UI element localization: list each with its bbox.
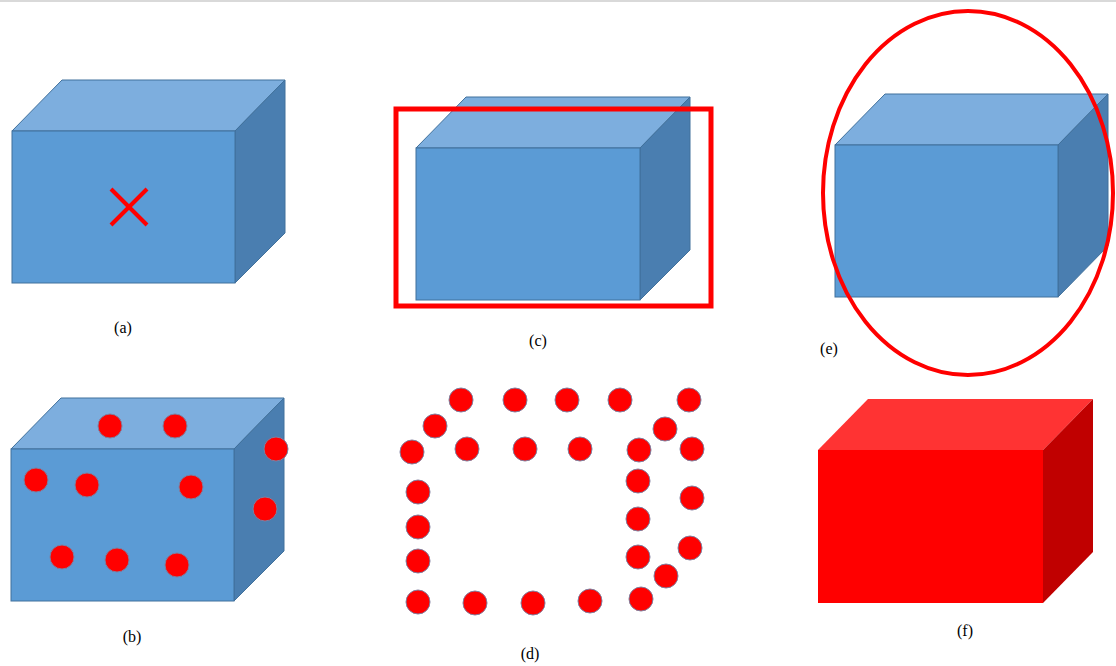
cross-mark	[111, 189, 147, 225]
panel-label: (d)	[521, 644, 540, 663]
panel-label: (f)	[957, 621, 973, 640]
box-a	[12, 80, 285, 283]
box-b	[11, 398, 284, 601]
panel-label: (a)	[114, 318, 132, 337]
top-rule	[0, 0, 1116, 2]
panel-label: (e)	[820, 339, 838, 358]
filled-box	[818, 399, 1093, 603]
panel-label: (b)	[123, 627, 142, 646]
bounding-ellipse	[823, 11, 1113, 375]
panel-label: (c)	[529, 331, 547, 350]
box-e	[835, 94, 1108, 297]
box-c	[416, 97, 690, 300]
bounding-rectangle	[396, 109, 711, 306]
outline-dots	[400, 388, 704, 615]
point-dots	[24, 414, 288, 577]
